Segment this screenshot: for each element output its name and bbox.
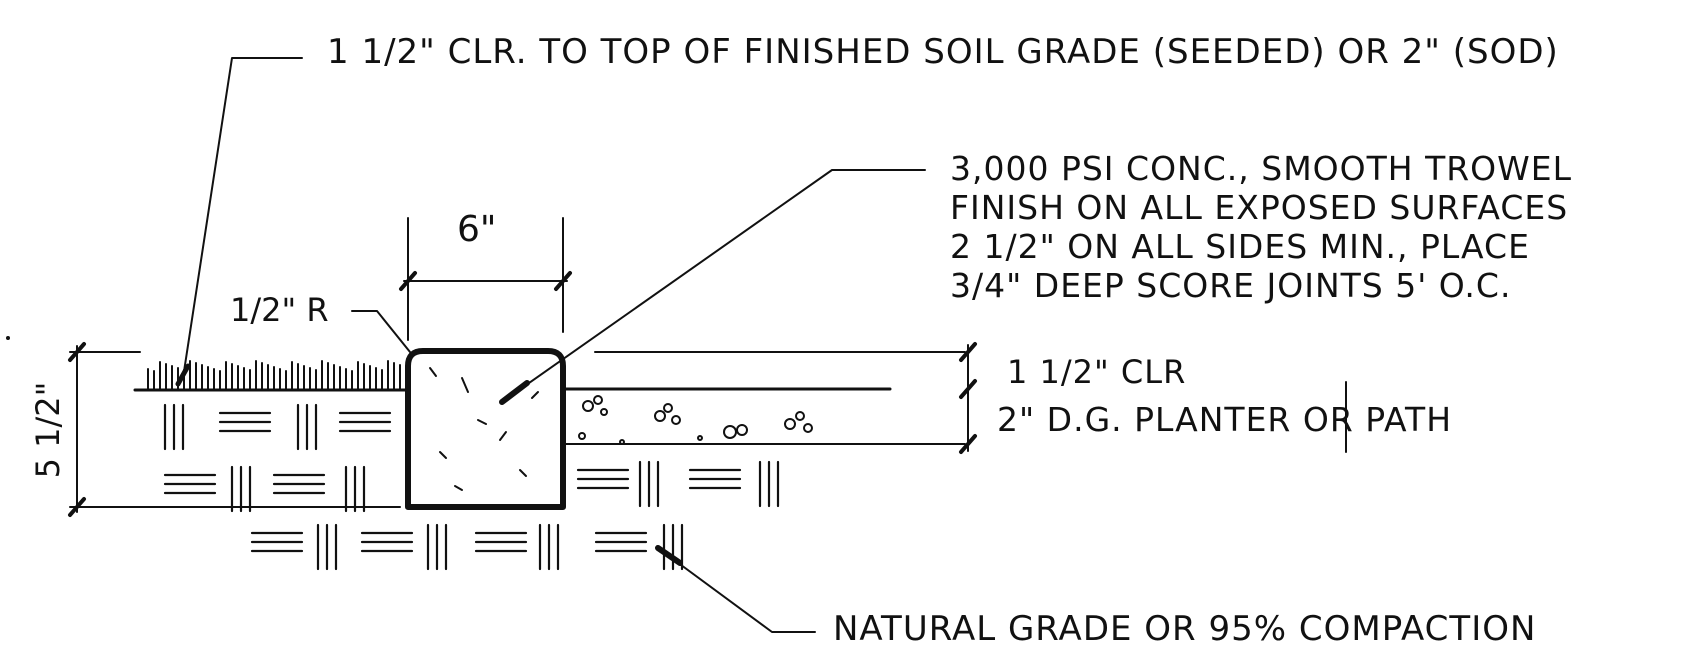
right-tick-1 <box>959 342 977 362</box>
natural-grade-leader-arrow <box>655 545 683 566</box>
gravel-pebble <box>663 403 673 413</box>
concrete-spec-line-1: 3,000 PSI CONC., SMOOTH TROWEL <box>950 149 1573 188</box>
concrete-leader-arrow <box>499 380 530 405</box>
right-clearance-note: 1 1/2" CLR <box>1007 353 1187 391</box>
gravel-pebble <box>578 432 586 440</box>
concrete-curb <box>405 348 566 510</box>
natural-grade-note: NATURAL GRADE OR 95% COMPACTION <box>833 609 1537 649</box>
gravel-pebble <box>600 408 608 416</box>
soil-hatch <box>163 403 780 571</box>
gravel-pebble <box>582 400 594 412</box>
right-tick-2 <box>959 379 977 399</box>
radius-label: 1/2" R <box>230 291 329 329</box>
height-tick-top <box>68 342 86 362</box>
width-dimension-label: 6" <box>457 209 497 250</box>
concrete-aggregate <box>429 367 539 491</box>
aggregate-mark <box>531 391 539 399</box>
width-tick-right <box>554 271 572 291</box>
gravel-pebble <box>654 410 666 422</box>
aggregate-mark <box>439 451 447 459</box>
gravel-pebble <box>723 425 737 439</box>
gravel-pebble <box>803 423 813 433</box>
concrete-spec-line-3: 2 1/2" ON ALL SIDES MIN., PLACE <box>950 227 1530 266</box>
width-tick-left <box>399 271 417 291</box>
gravel-pebble <box>671 415 681 425</box>
gravel-pebble <box>736 424 748 436</box>
aggregate-mark <box>477 419 487 425</box>
radius-leader <box>351 310 411 353</box>
concrete-spec-line-2: FINISH ON ALL EXPOSED SURFACES <box>950 188 1569 227</box>
gravel-pebble <box>784 418 796 430</box>
concrete-spec-note: 3,000 PSI CONC., SMOOTH TROWEL FINISH ON… <box>950 149 1572 305</box>
concrete-spec-line-4: 3/4" DEEP SCORE JOINTS 5' O.C. <box>950 266 1512 305</box>
gravel-fill <box>578 395 813 445</box>
stray-dot <box>6 336 10 340</box>
concrete-leader <box>501 169 926 403</box>
height-dimension-label: 5 1/2" <box>29 381 67 479</box>
top-clearance-leader-tick <box>175 363 191 387</box>
aggregate-mark <box>519 469 527 477</box>
aggregate-mark <box>454 485 463 491</box>
top-clearance-note: 1 1/2" CLR. TO TOP OF FINISHED SOIL GRAD… <box>327 32 1559 72</box>
gravel-pebble <box>795 411 805 421</box>
top-clearance-leader <box>182 57 303 379</box>
right-tick-3 <box>959 434 977 454</box>
natural-grade-leader <box>657 547 816 633</box>
aggregate-mark <box>461 377 469 393</box>
aggregate-mark <box>429 367 437 377</box>
gravel-pebble <box>697 435 703 441</box>
aggregate-mark <box>499 431 507 441</box>
dg-planter-note: 2" D.G. PLANTER OR PATH <box>997 400 1453 439</box>
gravel-pebble <box>593 395 603 405</box>
height-tick-bottom <box>68 497 86 517</box>
